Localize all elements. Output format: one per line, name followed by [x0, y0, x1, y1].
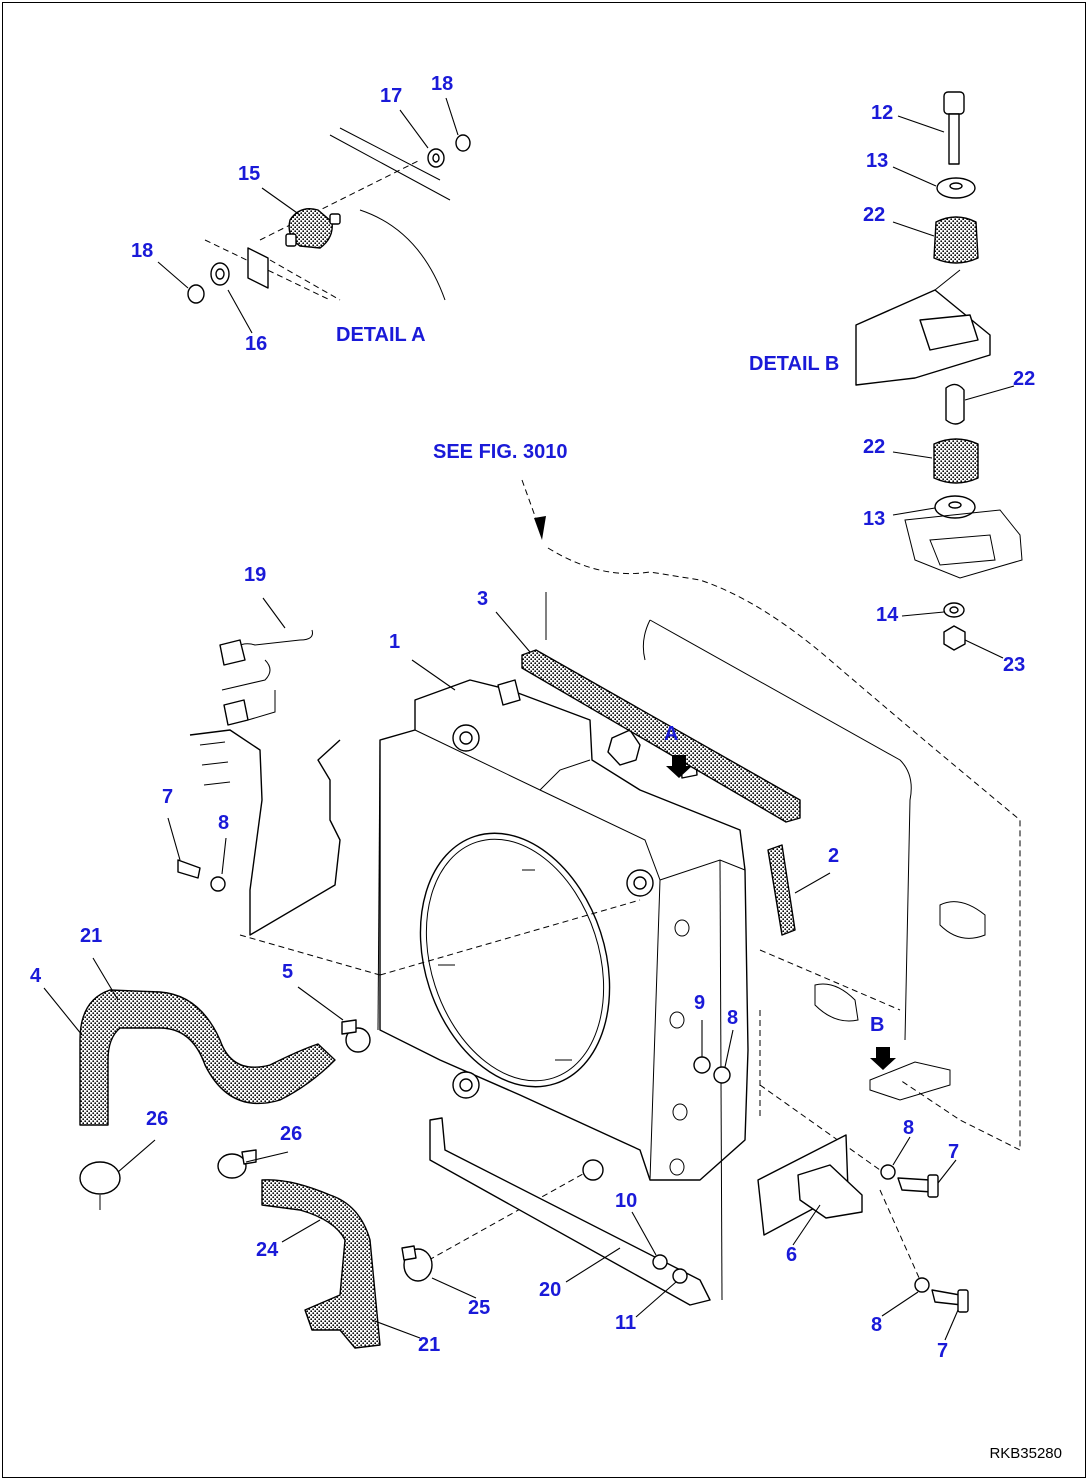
callout-22: 22 — [863, 436, 886, 458]
main-assembly-drawing — [43, 479, 1021, 1349]
callout-23: 23 — [1003, 654, 1026, 676]
callout-11: 11 — [615, 1312, 637, 1334]
callout-18: 18 — [131, 240, 154, 262]
callout-10: 10 — [615, 1190, 638, 1212]
callout-8: 8 — [903, 1117, 915, 1139]
callout-18: 18 — [431, 73, 454, 95]
callout-22: 22 — [863, 204, 886, 226]
view-arrow-b-label: B — [870, 1014, 885, 1036]
callout-3: 3 — [477, 588, 489, 610]
callout-25: 25 — [468, 1297, 491, 1319]
detail-b-drawing — [855, 91, 1023, 659]
callout-8: 8 — [871, 1314, 883, 1336]
callout-22: 22 — [1013, 368, 1036, 390]
callout-6: 6 — [786, 1244, 798, 1266]
callout-13: 13 — [866, 150, 889, 172]
callout-9: 9 — [694, 992, 706, 1014]
callout-5: 5 — [282, 961, 294, 983]
view-arrow-a-label: A — [664, 723, 679, 745]
callout-4: 4 — [30, 965, 42, 987]
callout-17: 17 — [380, 85, 403, 107]
callout-8: 8 — [218, 812, 230, 834]
callout-12: 12 — [871, 102, 894, 124]
drawing-code: RKB35280 — [989, 1445, 1062, 1462]
detail-a-drawing — [157, 97, 471, 334]
callout-21: 21 — [418, 1334, 441, 1356]
callout-24: 24 — [256, 1239, 279, 1261]
callout-8: 8 — [727, 1007, 739, 1029]
callout-14: 14 — [876, 604, 899, 626]
callout-16: 16 — [245, 333, 268, 355]
callout-26: 26 — [280, 1123, 303, 1145]
callout-26: 26 — [146, 1108, 169, 1130]
callout-20: 20 — [539, 1279, 562, 1301]
see-fig-reference: SEE FIG. 3010 — [433, 441, 568, 463]
callout-7: 7 — [948, 1141, 960, 1163]
callout-15: 15 — [238, 163, 261, 185]
callout-19: 19 — [244, 564, 267, 586]
detail-a-title: DETAIL A — [336, 324, 426, 346]
callout-7: 7 — [937, 1340, 949, 1362]
callout-21: 21 — [80, 925, 103, 947]
callout-7: 7 — [162, 786, 174, 808]
callout-1: 1 — [389, 631, 401, 653]
callout-2: 2 — [828, 845, 840, 867]
callout-13: 13 — [863, 508, 886, 530]
detail-b-title: DETAIL B — [749, 353, 840, 375]
